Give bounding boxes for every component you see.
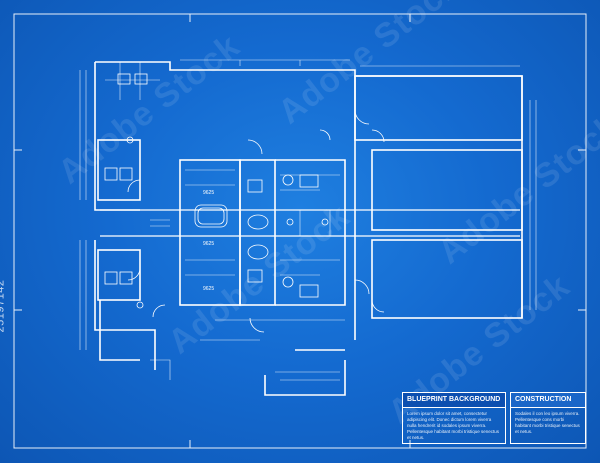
dimension-label: 9625 (203, 190, 214, 196)
construction-body: Sodales il con leo ipsum viverra. Pellen… (515, 411, 580, 434)
interior-details (79, 59, 537, 381)
title-block-construction: CONSTRUCTION Sodales il con leo ipsum vi… (510, 392, 586, 444)
title-block-heading: BLUEPRINT BACKGROUND (403, 393, 505, 408)
sheet-border (13, 13, 587, 449)
fixtures (104, 73, 329, 309)
title-block-main: BLUEPRINT BACKGROUND Lorem ipsum dolor s… (402, 392, 506, 444)
dimension-labels: 9625 9625 9625 (203, 190, 214, 292)
walls (94, 61, 523, 396)
dimension-label: 9625 (203, 241, 214, 247)
construction-heading: CONSTRUCTION (511, 393, 585, 408)
door-swings (127, 109, 385, 333)
title-block-body: Lorem ipsum dolor sit amet, consectetur … (407, 411, 500, 440)
dimension-label: 9625 (203, 286, 214, 292)
